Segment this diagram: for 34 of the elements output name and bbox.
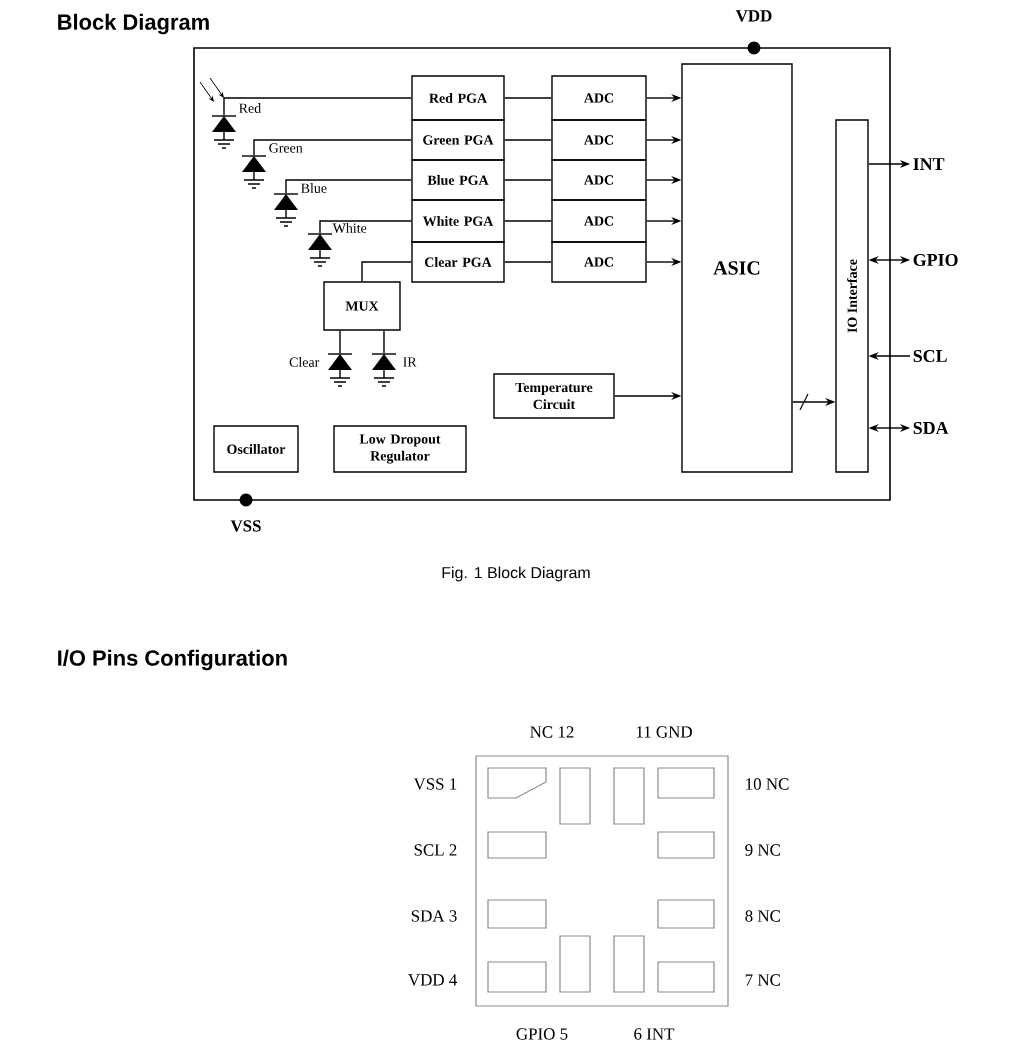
pin-label: 7 NC (745, 974, 780, 986)
connector (319, 220, 412, 234)
pin-label: SCL 2 (414, 844, 457, 856)
chip-outline (193, 47, 891, 501)
connector (339, 330, 341, 354)
pin-label: 8 NC (745, 910, 780, 922)
pin-label: GPIO 5 (516, 1028, 568, 1040)
heading: Block Diagram (58, 13, 209, 35)
block-box: ASIC (681, 63, 793, 473)
pin-label: SDA (913, 422, 949, 435)
pin-label: INT (913, 158, 945, 170)
pin-label: 9 NC (745, 844, 780, 856)
pin-label: NC 12 (530, 726, 574, 738)
connector (223, 97, 412, 116)
pin-label: SDA 3 (411, 910, 457, 922)
pin-label: VDD 4 (408, 974, 458, 986)
pin-label: VSS (230, 520, 261, 532)
pin-label: VSS 1 (413, 778, 457, 790)
connector (383, 330, 385, 354)
connector (361, 261, 412, 282)
connector (504, 139, 552, 141)
pin-label: 6 INT (634, 1028, 675, 1040)
pin-label: GPIO (913, 254, 958, 267)
pin-label: 10 NC (746, 778, 789, 790)
pin-label: VDD (735, 10, 772, 22)
pin-label: 11 GND (636, 726, 692, 738)
connector (504, 179, 552, 181)
connector (504, 261, 552, 263)
connector (253, 139, 412, 156)
connector (504, 97, 552, 99)
pin-label: SCL (913, 350, 947, 363)
heading: I/O Pins Configuration (58, 649, 287, 671)
connector (504, 220, 552, 222)
connector (285, 179, 412, 194)
